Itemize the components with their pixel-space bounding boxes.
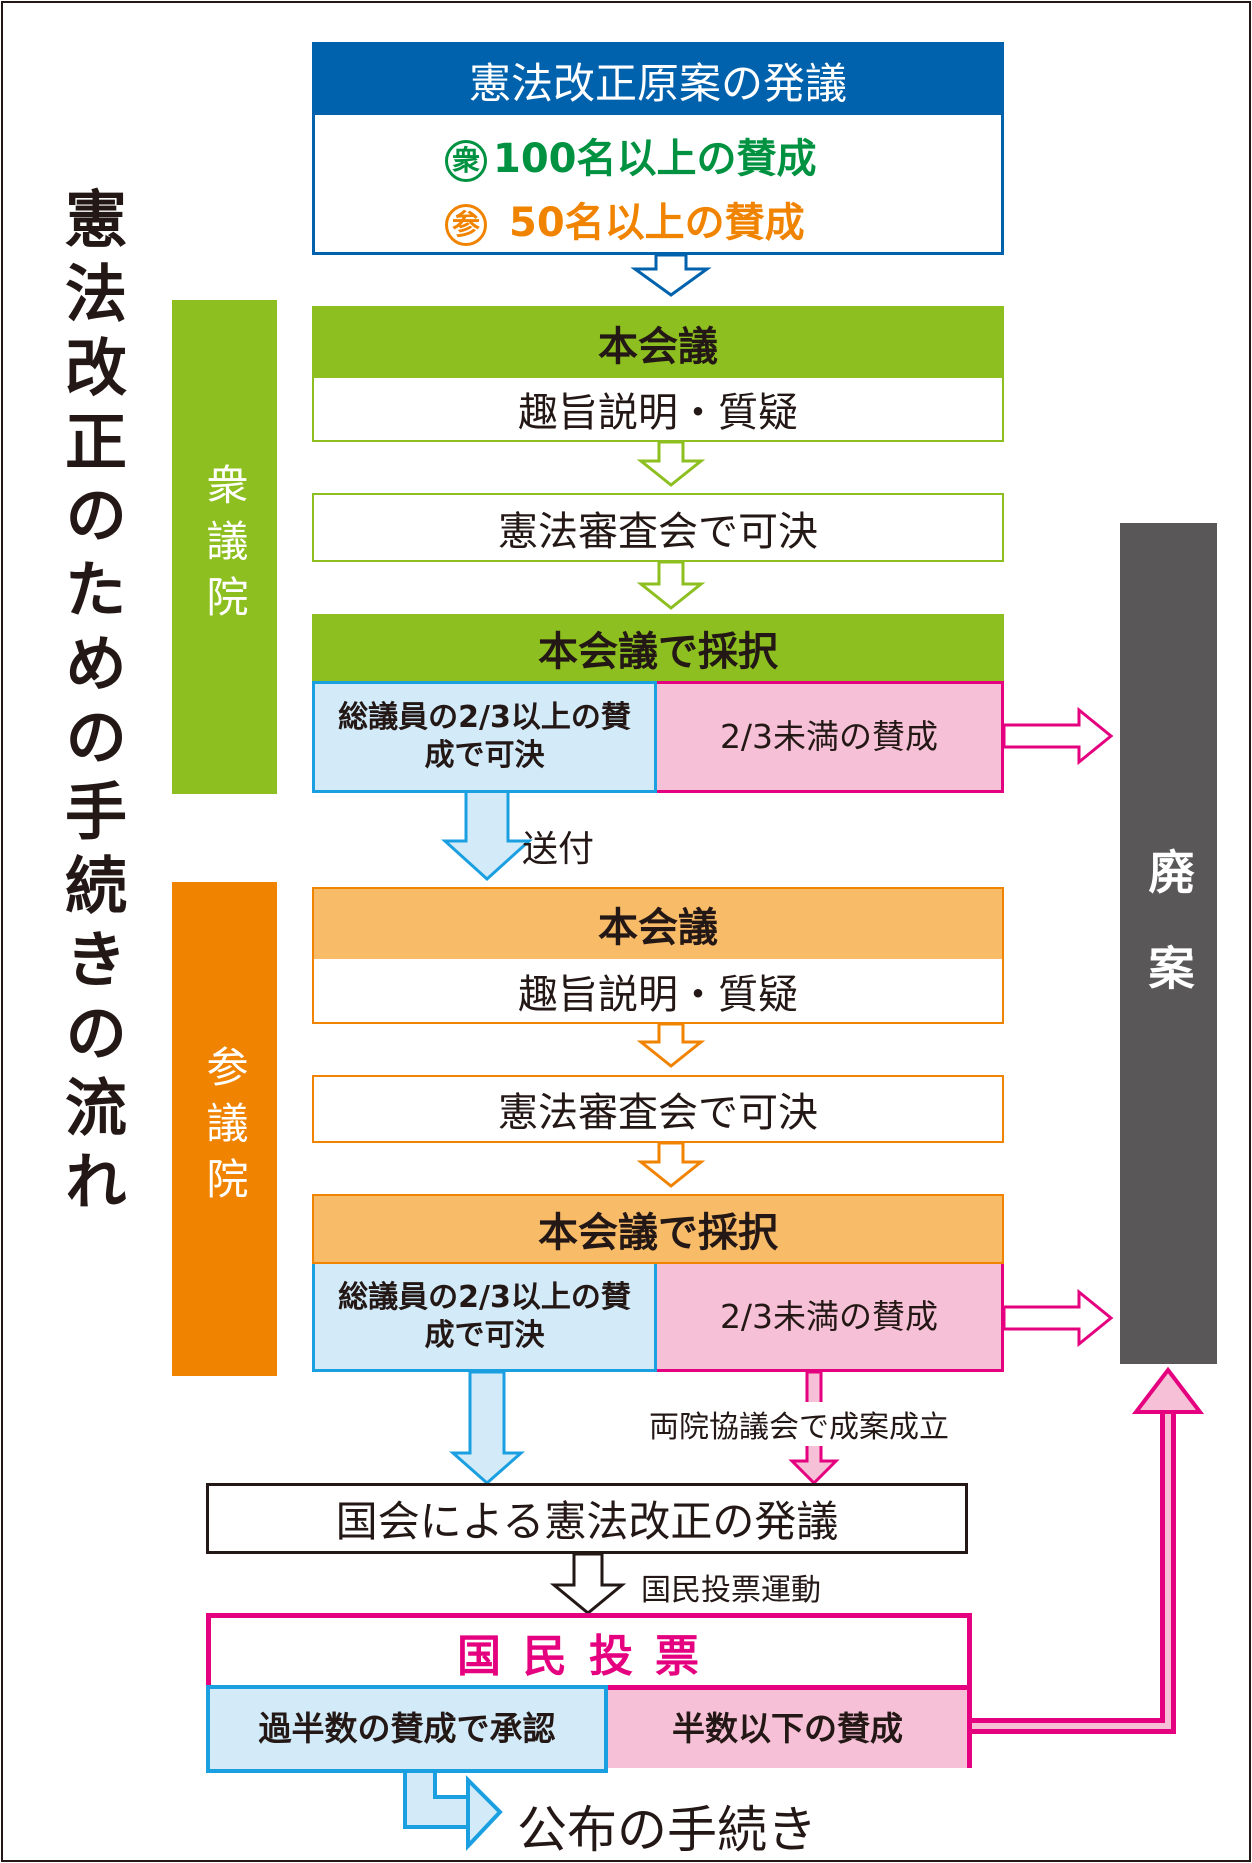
sangiin-adopt-header: 本会議で採択 xyxy=(312,1194,1004,1264)
promulgation-label: 公布の手続き xyxy=(517,1801,817,1859)
arrow-down-icon xyxy=(549,1552,627,1615)
shugiin-plenary-header: 本会議 xyxy=(314,308,1002,378)
arrow-right-icon xyxy=(466,1775,503,1852)
shugiin-adopt-box: 本会議で採択 総議員の2/3以上の賛成で可決 2/3未満の賛成 xyxy=(312,614,1004,793)
rejected-box: 廃案 xyxy=(1120,523,1217,1364)
sangiin-fail-cell: 2/3未満の賛成 xyxy=(657,1264,1004,1372)
san-mark: 参 xyxy=(445,204,487,246)
reject-path-line xyxy=(970,1410,1176,1734)
referendum-box: 国民投票 過半数の賛成で承認 半数以下の賛成 xyxy=(206,1613,972,1773)
diet-proposal-box: 国会による憲法改正の発議 xyxy=(206,1483,968,1554)
sangiin-pass-cell: 総議員の2/3以上の賛成で可決 xyxy=(312,1264,657,1372)
diagram-title: 憲法改正のための手続きの流れ xyxy=(54,187,127,1223)
arrow-down-icon xyxy=(636,1141,706,1188)
referendum-reject-cell: 半数以下の賛成 xyxy=(608,1690,967,1768)
shu-mark: 衆 xyxy=(445,140,487,182)
sangiin-adopt-box: 本会議で採択 総議員の2/3以上の賛成で可決 2/3未満の賛成 xyxy=(312,1194,1004,1372)
conference-label: 両院協議会で成案成立 xyxy=(647,1402,951,1446)
arrow-right-icon xyxy=(1002,1288,1114,1348)
shugiin-adopt-header: 本会議で採択 xyxy=(312,614,1004,681)
arrow-down-icon xyxy=(441,789,533,882)
shugiin-explain: 趣旨説明・質疑 xyxy=(314,378,1002,440)
send-label: 送付 xyxy=(522,829,595,870)
shugiin-fail-cell: 2/3未満の賛成 xyxy=(657,681,1004,793)
rejected-label: 廃案 xyxy=(1141,847,1196,1040)
reject-path-line-inner xyxy=(965,1405,1171,1729)
campaign-label: 国民投票運動 xyxy=(641,1573,821,1608)
proposal-header: 憲法改正原案の発議 xyxy=(315,45,1001,115)
sangiin-committee-box: 憲法審査会で可決 xyxy=(312,1075,1004,1143)
shugiin-pass-cell: 総議員の2/3以上の賛成で可決 xyxy=(312,681,657,793)
san-requirement: 参 50名以上の賛成 xyxy=(445,191,1001,255)
arrow-down-icon xyxy=(449,1370,525,1486)
sangiin-plenary-header: 本会議 xyxy=(314,889,1002,959)
shu-text: 100名以上の賛成 xyxy=(493,136,817,182)
referendum-approve-cell: 過半数の賛成で承認 xyxy=(206,1685,608,1773)
sangiin-plenary-box: 本会議 趣旨説明・質疑 xyxy=(312,887,1004,1024)
sangiin-label: 参議院 xyxy=(172,882,277,1376)
approve-path-line-inner xyxy=(407,1764,472,1825)
arrow-down-icon xyxy=(636,440,706,487)
shugiin-label: 衆議院 xyxy=(172,300,277,794)
arrow-right-icon xyxy=(1002,706,1114,766)
shugiin-plenary-box: 本会議 趣旨説明・質疑 xyxy=(312,306,1004,442)
arrow-up-icon xyxy=(1131,1366,1205,1414)
san-text: 50名以上の賛成 xyxy=(509,200,805,246)
referendum-header: 国民投票 xyxy=(457,1630,721,1682)
arrow-down-icon xyxy=(630,253,712,297)
arrow-down-icon xyxy=(636,560,706,610)
arrow-down-icon xyxy=(636,1022,706,1068)
shugiin-committee-box: 憲法審査会で可決 xyxy=(312,493,1004,562)
sangiin-explain: 趣旨説明・質疑 xyxy=(314,959,1002,1022)
